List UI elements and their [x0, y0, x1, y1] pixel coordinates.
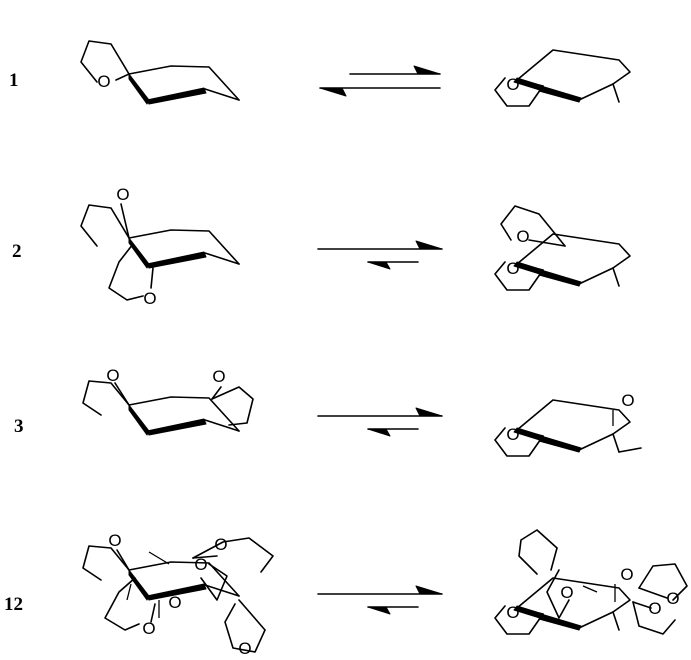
compound-label-2: 2 [12, 241, 22, 262]
svg-text:O: O [516, 227, 529, 246]
equilibrium-arrows-3 [317, 407, 443, 437]
svg-text:O: O [506, 603, 519, 622]
svg-text:O: O [106, 366, 119, 385]
equilibrium-arrows-1 [319, 65, 441, 97]
equilibrium-arrows-12 [317, 585, 443, 615]
compound-2-right-structure: O O [494, 205, 631, 291]
svg-text:O: O [108, 531, 121, 550]
svg-text:O: O [560, 583, 573, 602]
svg-text:O: O [648, 599, 661, 618]
compound-1-right-structure: O [494, 49, 631, 107]
svg-text:O: O [506, 425, 519, 444]
svg-text:O: O [194, 555, 207, 574]
svg-text:O: O [214, 535, 227, 554]
compound-label-1: 1 [9, 70, 19, 91]
svg-text:O: O [620, 565, 633, 584]
compound-2-left-structure: O O [80, 185, 240, 308]
compound-12-right-structure: O O O O O [494, 529, 688, 635]
svg-text:O: O [506, 75, 519, 94]
compound-label-3: 3 [14, 416, 24, 437]
svg-text:O: O [212, 367, 225, 386]
compound-1-left-structure: O [80, 40, 240, 105]
compound-3-right-structure: O O [494, 391, 642, 457]
compound-label-12: 12 [4, 594, 23, 615]
compound-3-left-structure: O O [82, 366, 254, 436]
svg-text:O: O [506, 259, 519, 278]
svg-text:O: O [666, 589, 679, 608]
svg-text:O: O [143, 289, 156, 308]
svg-text:O: O [116, 185, 129, 204]
svg-text:O: O [97, 72, 110, 91]
equilibrium-arrows-2 [317, 240, 443, 270]
compound-12-left-structure: O O O O O O [82, 531, 274, 658]
svg-text:O: O [238, 639, 251, 658]
svg-text:O: O [142, 619, 155, 638]
svg-text:O: O [621, 391, 634, 410]
svg-text:O: O [168, 593, 181, 612]
